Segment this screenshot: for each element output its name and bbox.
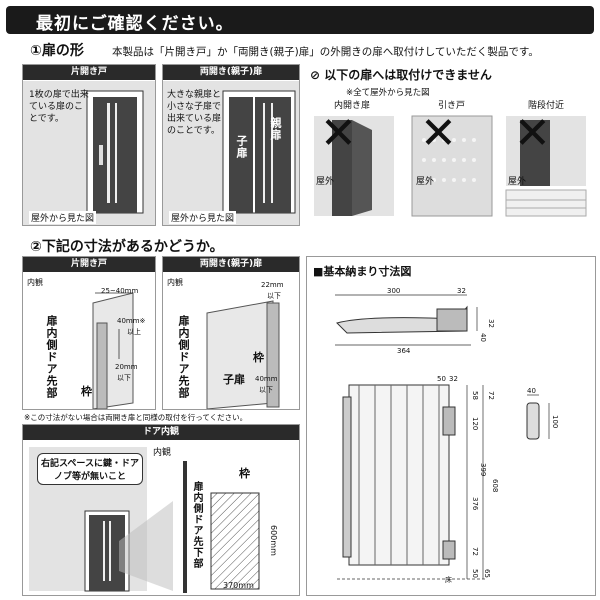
dim-label: 376: [471, 497, 479, 511]
panel-double-door-dims: 両開き(親子)扉 内観 22mm 以下 40mm 以下 扉内側ドア先部 枠 子扉: [162, 256, 300, 410]
width-dim: 370mm: [223, 581, 254, 590]
dim-label: 364: [397, 347, 411, 355]
dim-label: 32: [457, 287, 466, 295]
section1-desc: 本製品は「片開き戸」か「両開き(親子)扉」の外開きの扉へ取付けしていただく製品で…: [112, 46, 539, 58]
ng-item-label: 引き戸: [438, 101, 466, 111]
section2-title: ②下記の寸法があるかどうか。: [30, 239, 224, 255]
child-door-label: 子扉: [223, 373, 245, 386]
frame-label: 枠: [81, 385, 92, 398]
dim-label: 22mm: [261, 281, 284, 289]
ng-item-sliding-door: 引き戸 ✕ 屋外: [404, 98, 496, 222]
header-bar: 最初にご確認ください。: [6, 6, 594, 34]
panel-single-door: 片開き戸 1枚の扉で出来ている扉のことです。 屋外から見た図: [22, 64, 156, 226]
dim-label: 100: [551, 415, 559, 429]
door-inner-label: 扉内側ドア先部: [177, 315, 190, 399]
callout-box: 右記スペースに鍵・ドアノブ等が無いこと: [37, 453, 143, 485]
footnote: ※この寸法がない場合は両開き扉と同様の取付を行ってください。: [24, 413, 248, 422]
panel-note: 大きな親扉と小さな子扉で出来ている扉のことです。: [167, 90, 222, 136]
dim-label: 32: [449, 375, 458, 383]
frame-label: 枠: [239, 467, 250, 480]
prohibited-icon: ⊘: [310, 68, 321, 82]
ng-item-label: 階段付近: [528, 101, 565, 111]
door-inner-label: 扉内側ドア先下部: [191, 481, 202, 569]
dim-label: 50: [437, 375, 446, 383]
panel-single-door-dims: 片開き戸 内観 25~40mm 40mm※ 以上 20mm 以下 扉内側ドア先部…: [22, 256, 156, 410]
dim-label: 120: [471, 417, 479, 431]
panel-note: 1枚の扉で出来ている扉のことです。: [29, 90, 89, 124]
dim-label: 20mm: [115, 363, 138, 371]
ng-subnote: ※全て屋外から見た図: [346, 88, 430, 98]
view-label: 内観: [27, 278, 43, 287]
single-door-illustration: [86, 90, 144, 214]
dim-label: 40: [479, 333, 487, 342]
dim-label: 40: [527, 387, 536, 395]
panel-tag: ドア内観: [23, 425, 299, 440]
ng-doors-area: ⊘ 以下の扉へは取付けできません ※全て屋外から見た図 内開き扉 ✕ 屋外 引き…: [306, 64, 596, 224]
panel-tag: 片開き戸: [23, 65, 155, 80]
floor-label: 床: [445, 576, 452, 584]
x-mark-icon: ✕: [514, 108, 551, 159]
panel-double-door: 両開き(親子)扉 大きな親扉と小さな子扉で出来ている扉のことです。 子扉 親扉 …: [162, 64, 300, 226]
ng-item-label: 内開き扉: [334, 101, 371, 111]
dim-label: 72: [487, 391, 495, 400]
panel-door-inside: ドア内観 右記スペースに鍵・ドアノブ等が無いこと 内観 枠 扉内側ドア先下部 6…: [22, 424, 300, 596]
panel-tag: 両開き(親子)扉: [163, 65, 299, 80]
dim-label: 以下: [267, 292, 281, 300]
x-mark-icon: ✕: [320, 108, 357, 159]
parent-door-label: 親扉: [269, 117, 282, 141]
dim-label: 608: [491, 479, 499, 493]
panel-tag: 両開き(親子)扉: [163, 257, 299, 272]
dimension-diagram: ■基本納まり寸法図 300 32 364 40 32 50 32 58 72 1…: [306, 256, 596, 596]
dim-label: 50: [471, 569, 479, 578]
x-mark-icon: ✕: [420, 108, 457, 159]
product-dimension-drawing: [335, 294, 550, 580]
ng-item-near-stairs: 階段付近 ✕ 屋外: [500, 98, 594, 222]
dim-label: 399: [479, 463, 487, 477]
page-title: 最初にご確認ください。: [36, 14, 234, 34]
outdoor-label: 屋外: [508, 177, 527, 187]
ng-title: ⊘ 以下の扉へは取付けできません: [310, 66, 492, 83]
ng-title-text: 以下の扉へは取付けできません: [324, 68, 492, 82]
ng-item-inward-door: 内開き扉 ✕ 屋外: [310, 98, 400, 222]
dim-label: 以下: [117, 374, 131, 382]
dim-label: 以下: [259, 386, 273, 394]
child-door-label: 子扉: [235, 135, 248, 159]
dim-label: 65: [483, 569, 491, 578]
panel-caption: 屋外から見た図: [29, 211, 97, 224]
frame-label: 枠: [253, 351, 264, 364]
panel-caption: 屋外から見た図: [169, 211, 237, 224]
panel-tag: 片開き戸: [23, 257, 155, 272]
dim-label: 72: [471, 547, 479, 556]
view-label: 内観: [167, 278, 183, 287]
outdoor-label: 屋外: [416, 177, 435, 187]
double-door-illustration: [222, 90, 296, 214]
door-inner-label: 扉内側ドア先部: [45, 315, 58, 399]
outdoor-label: 屋外: [316, 177, 335, 187]
view-label: 内観: [153, 448, 172, 458]
dim-label: 25~40mm: [101, 287, 139, 295]
dims-title: ■基本納まり寸法図: [313, 265, 412, 278]
section1-title: ①扉の形: [30, 43, 84, 59]
height-dim: 600mm: [269, 525, 278, 556]
dim-label: 40mm: [255, 375, 278, 383]
dim-label: 以上: [127, 328, 141, 336]
dim-label: 300: [387, 287, 401, 295]
dim-label: 40mm※: [117, 317, 146, 325]
dim-label: 58: [471, 391, 479, 400]
dim-label: 32: [487, 319, 495, 328]
